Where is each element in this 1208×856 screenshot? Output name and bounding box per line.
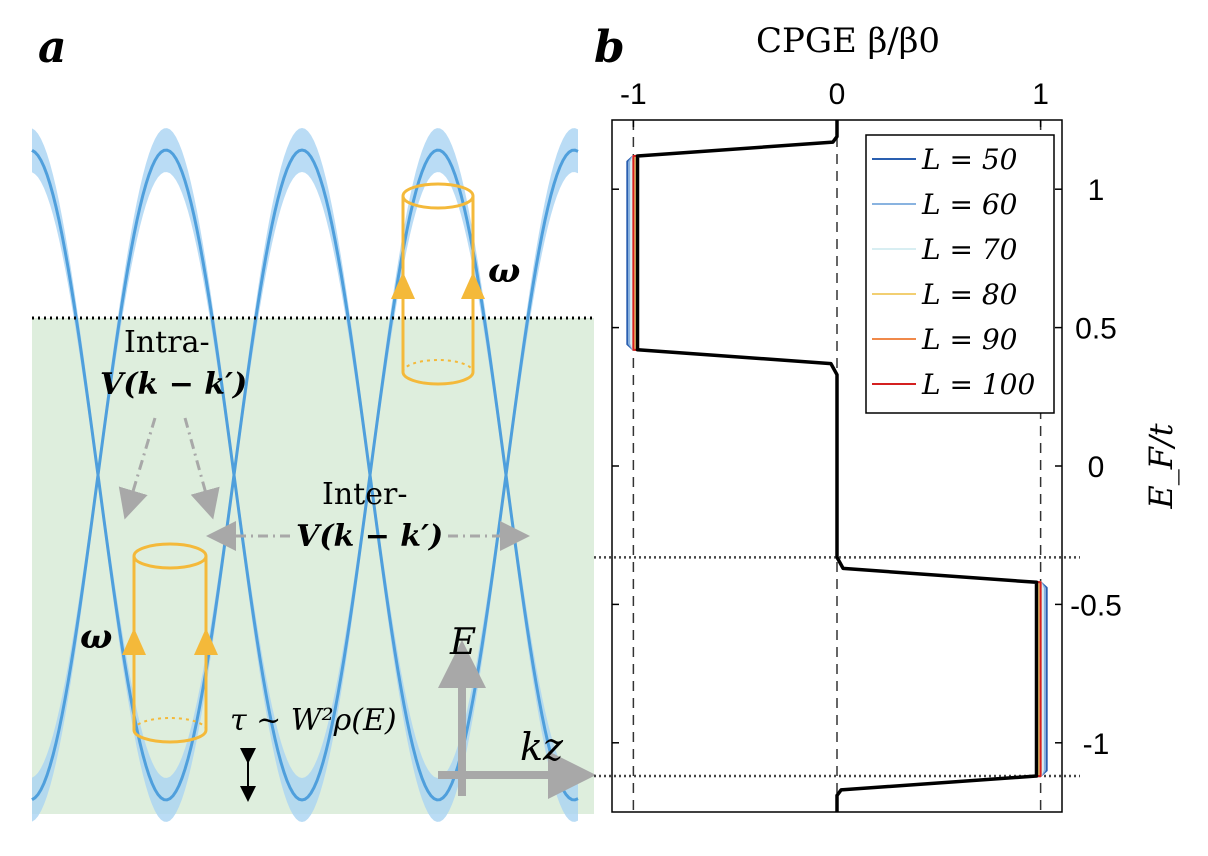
inter-label: Inter- (322, 477, 407, 512)
cpge-plot: -1 0 1 1 0.5 0 -0.5 -1 L = 50 L = 60 L = 70 L = 80 L… (594, 78, 1122, 813)
panel-b: b CPGE β/β0 -1 0 1 1 0.5 0 -0.5 -1 L = 50 L = 60 L… (594, 21, 1180, 813)
y-tick-label: 1 (1088, 174, 1105, 207)
y-tick-label: -0.5 (1070, 589, 1122, 622)
x-tick-label: 1 (1032, 78, 1049, 111)
filled-region (32, 318, 594, 814)
legend-entry: L = 50 (921, 143, 1017, 176)
chart-title: CPGE β/β0 (756, 21, 940, 61)
y-axis-label: E_F/t (1142, 423, 1180, 509)
omega-top-label: ω (488, 251, 520, 291)
x-tick-label: 0 (829, 78, 846, 111)
intra-scattering-arrows (118, 417, 220, 520)
x-tick-label: -1 (620, 78, 647, 111)
panel-b-label: b (594, 22, 625, 73)
legend-box (865, 134, 1055, 414)
axis-kz-label: kz (520, 725, 564, 769)
series-line (635, 120, 1039, 812)
top-cylinder (391, 182, 485, 386)
panel-a-label: a (38, 22, 67, 73)
tau-label: τ ~ W²ρ(E) (230, 703, 397, 738)
legend-entry: L = 70 (921, 233, 1017, 266)
y-tick-label: -1 (1083, 728, 1110, 761)
legend-entry: L = 100 (921, 368, 1035, 401)
legend-entry: L = 90 (921, 323, 1017, 356)
axis-e-label: E (449, 622, 476, 663)
intra-formula: V(k − k′) (100, 367, 247, 402)
y-tick-label: 0.5 (1075, 313, 1117, 346)
y-tick-label: 0 (1088, 451, 1105, 484)
panel-a: a (31, 22, 596, 823)
intra-label: Intra- (124, 325, 210, 360)
legend-entry: L = 80 (921, 278, 1017, 311)
omega-bottom-label: ω (80, 617, 112, 657)
bottom-cylinder (122, 542, 218, 744)
ek-axes (438, 640, 596, 799)
legend-entry: L = 60 (921, 188, 1017, 221)
inter-formula: V(k − k′) (296, 519, 443, 554)
band-upper (31, 148, 579, 802)
